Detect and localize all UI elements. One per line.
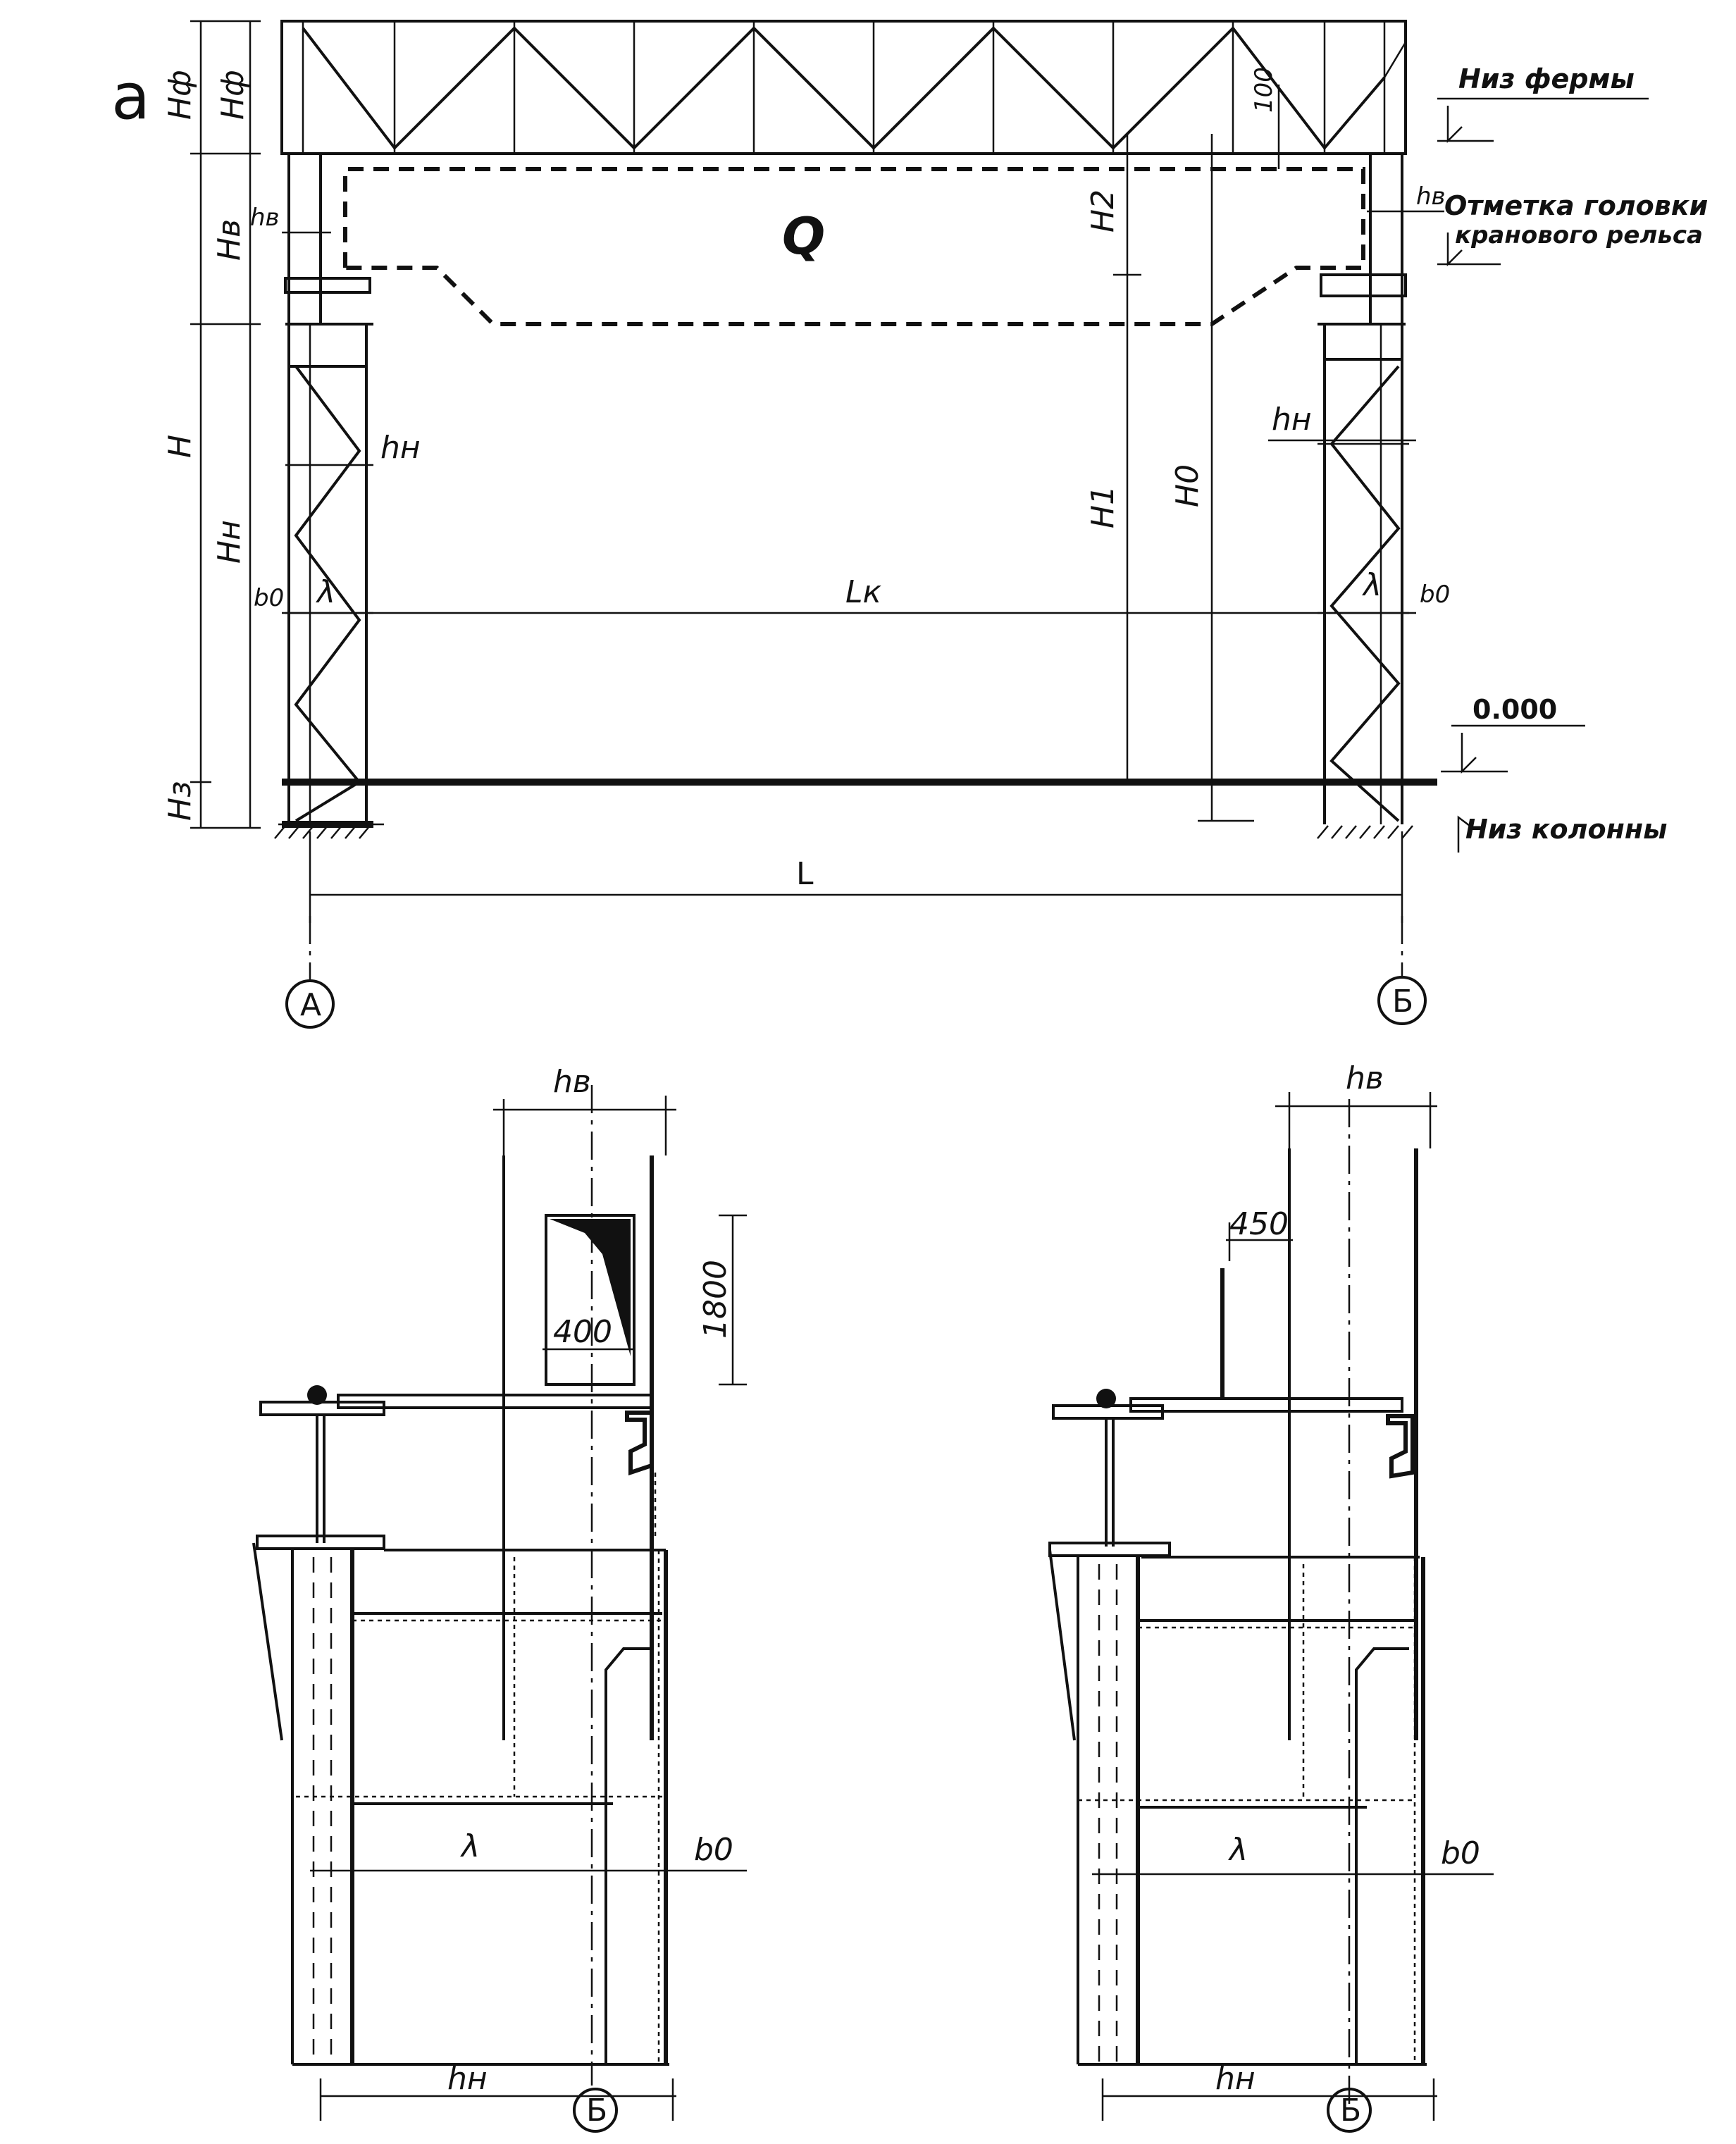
right-dim-hn: hн <box>1215 2061 1256 2097</box>
detail-left: hв 1800 400 <box>252 1064 747 2133</box>
dim-lambda-right: λ <box>1362 567 1382 603</box>
dim-h0: H0 <box>1170 464 1205 507</box>
left-dim-hv: hв <box>553 1064 591 1100</box>
left-dim-1800: 1800 <box>698 1260 733 1339</box>
left-dim-b0: b0 <box>694 1832 733 1868</box>
dim-b0-left: b0 <box>254 584 284 612</box>
dim-hv-right: hв <box>1416 182 1446 211</box>
dim-upper-height: Hв <box>211 219 247 261</box>
note-rail-head-2: кранового рельса <box>1455 221 1703 249</box>
dim-lower-height: Hн <box>211 520 247 564</box>
dim-hn-left: hн <box>380 430 421 466</box>
right-dim-hv: hв <box>1346 1060 1384 1096</box>
note-zero-level: 0.000 <box>1472 694 1557 725</box>
dim-truss-height-1: Hф <box>162 70 198 120</box>
dim-buried-height: Hз <box>162 781 198 821</box>
dim-lambda-left: λ <box>316 574 335 610</box>
dim-span: L <box>796 856 814 892</box>
dim-b0-right: b0 <box>1420 581 1450 609</box>
left-dim-400: 400 <box>553 1314 612 1350</box>
left-dim-lambda: λ <box>460 1828 480 1864</box>
note-column-bottom: Низ колонны <box>1465 814 1667 845</box>
detail-right: hв 450 λ b0 hн Б <box>1048 1060 1494 2133</box>
right-dim-450: 450 <box>1229 1206 1289 1242</box>
dim-h1: H1 <box>1085 485 1121 528</box>
left-dim-hn: hн <box>447 2061 488 2097</box>
frame-section: a <box>111 20 1708 1029</box>
right-dim-lambda: λ <box>1228 1832 1248 1868</box>
dim-hv-left: hв <box>250 204 280 232</box>
figure-label: a <box>111 60 150 134</box>
dim-h2: H2 <box>1085 190 1121 233</box>
crane-load-label: Q <box>782 206 825 266</box>
note-truss-bottom: Низ фермы <box>1458 63 1635 94</box>
left-column <box>274 154 384 839</box>
right-column <box>1317 154 1413 839</box>
axis-a: А <box>300 987 321 1023</box>
crane-span-label: Lк <box>845 574 882 610</box>
right-axis-b: Б <box>1340 2093 1361 2128</box>
dim-truss-height-2: Hф <box>215 70 251 120</box>
axis-b: Б <box>1392 984 1413 1020</box>
dim-hn-right: hн <box>1272 402 1312 438</box>
note-rail-head-1: Отметка головки <box>1444 190 1708 221</box>
dim-total-height: H <box>162 435 198 458</box>
roof-truss <box>280 20 1407 155</box>
right-dim-b0: b0 <box>1441 1835 1480 1871</box>
dim-clearance: 100 <box>1250 67 1278 113</box>
crane-outline <box>343 167 1365 326</box>
left-axis-b: Б <box>586 2093 607 2128</box>
